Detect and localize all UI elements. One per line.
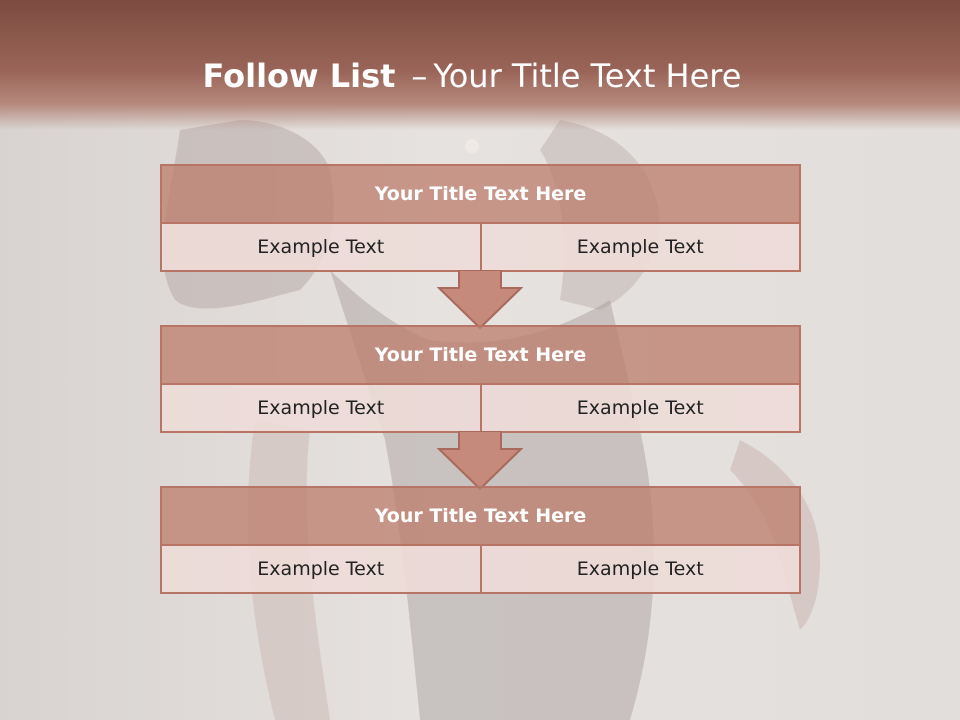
title-separator: – (411, 57, 428, 95)
box-cell-left: Example Text (257, 236, 385, 258)
down-arrow-icon (437, 270, 523, 330)
box-title: Your Title Text Here (162, 166, 799, 224)
list-box-3: Your Title Text Here Example Text Exampl… (160, 486, 801, 594)
box-cell-left: Example Text (257, 397, 385, 419)
slide-title: Follow List–Your Title Text Here (0, 50, 944, 102)
title-bold: Follow List (202, 57, 396, 95)
pendant-shape (465, 139, 479, 153)
box-cell-right: Example Text (479, 224, 800, 270)
header-band (0, 0, 960, 130)
down-arrow-icon (437, 431, 523, 491)
box-cell-right: Example Text (479, 385, 800, 431)
box-cell-left: Example Text (257, 558, 385, 580)
list-box-2: Your Title Text Here Example Text Exampl… (160, 325, 801, 433)
box-row: Example Text Example Text (162, 224, 799, 270)
title-rest: Your Title Text Here (433, 57, 742, 95)
box-row: Example Text Example Text (162, 385, 799, 431)
box-title: Your Title Text Here (162, 488, 799, 546)
box-row: Example Text Example Text (162, 546, 799, 592)
box-cell-right: Example Text (479, 546, 800, 592)
box-title: Your Title Text Here (162, 327, 799, 385)
list-box-1: Your Title Text Here Example Text Exampl… (160, 164, 801, 272)
